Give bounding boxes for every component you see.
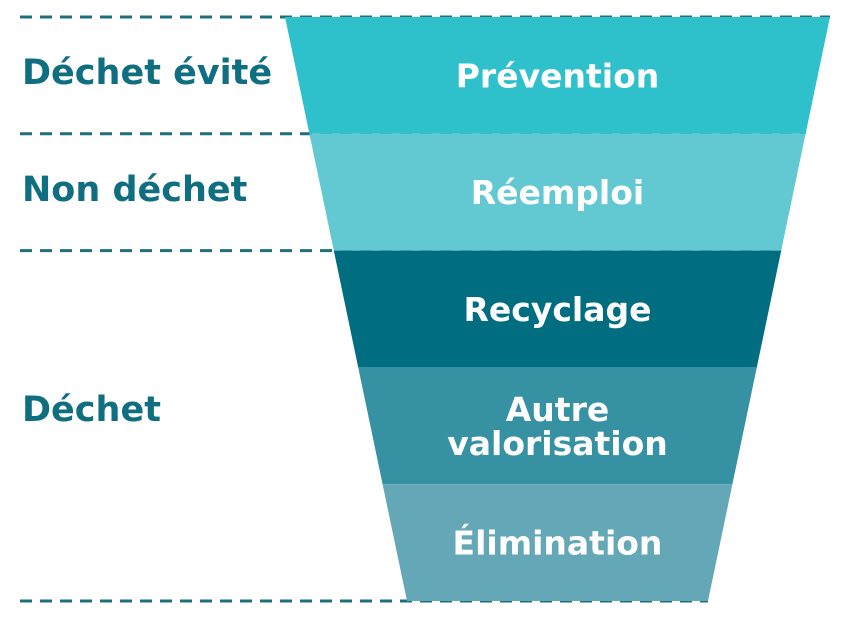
tier-label-line: Élimination <box>453 523 663 563</box>
tier-label-line: Recyclage <box>463 290 651 329</box>
tier-label-line: Autre <box>506 390 609 429</box>
tier-elimination <box>382 484 733 601</box>
tier-reemploi <box>309 133 806 251</box>
tier-autre-valorisation <box>358 367 757 485</box>
tier-label-prevention: Prévention <box>456 56 659 95</box>
tier-label-recyclage: Recyclage <box>463 290 651 329</box>
tier-recyclage <box>333 250 782 368</box>
category-label-dechet: Déchet <box>22 390 161 430</box>
tier-label-elimination: Élimination <box>453 523 663 563</box>
category-label-non-dechet: Non déchet <box>22 170 248 210</box>
tier-label-line: Prévention <box>456 56 659 95</box>
tier-label-line: valorisation <box>447 424 668 463</box>
tier-label-line: Réemploi <box>471 173 644 212</box>
tier-label-reemploi: Réemploi <box>471 173 644 212</box>
tier-prevention <box>285 17 830 134</box>
category-label-dechet-evite: Déchet évité <box>22 53 273 93</box>
